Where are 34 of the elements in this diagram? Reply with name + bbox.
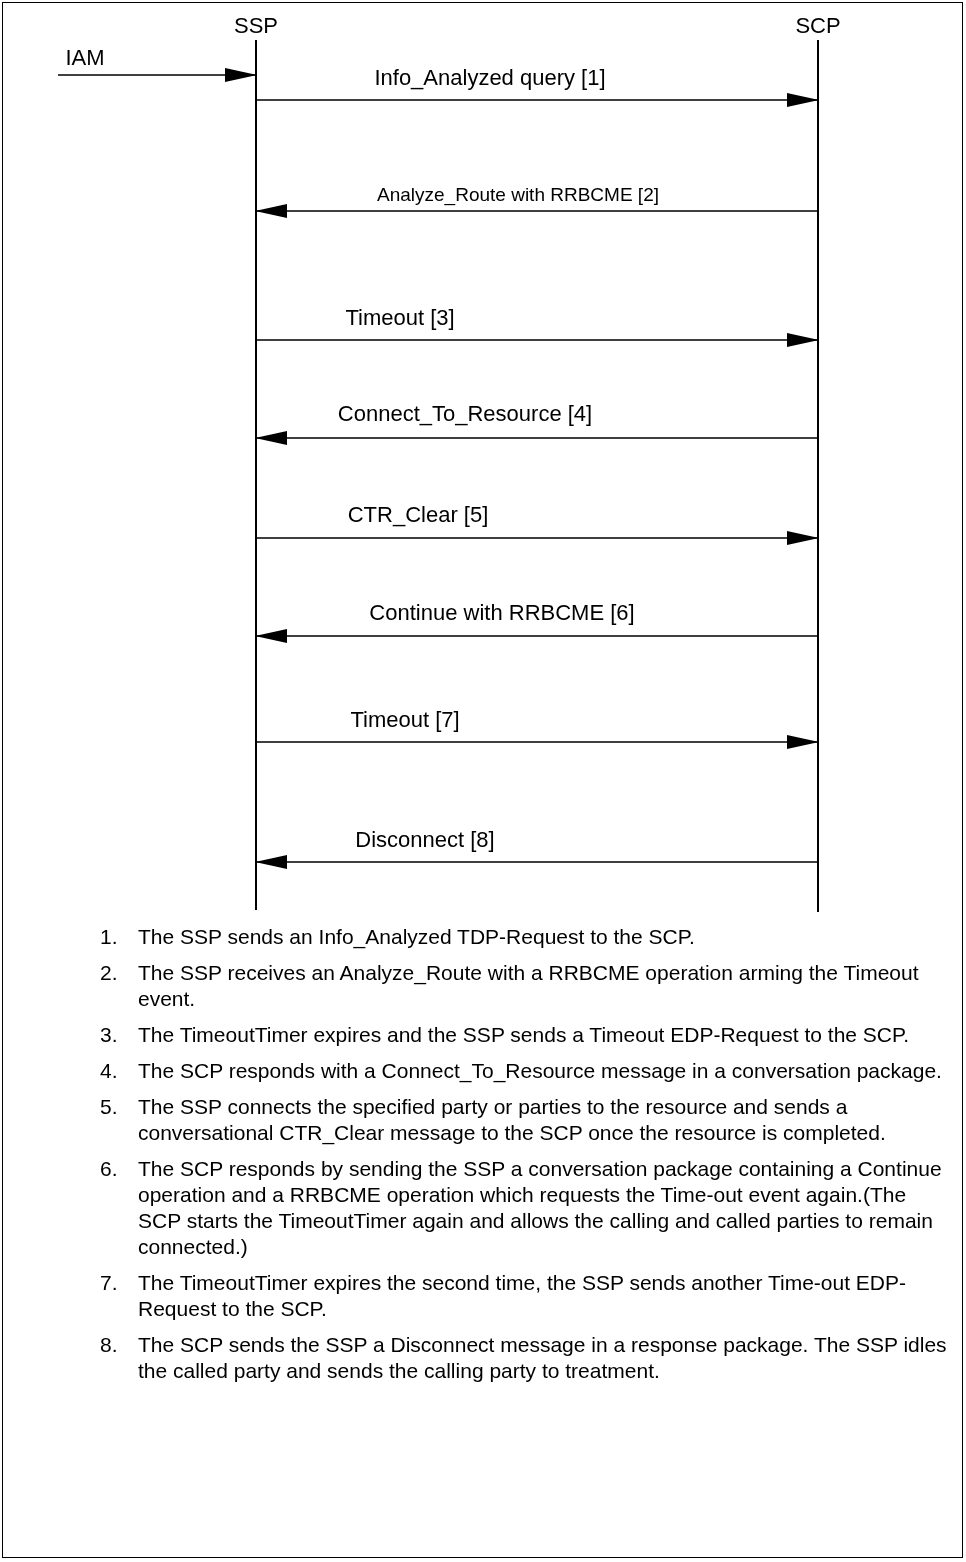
message-arrow (255, 735, 819, 749)
message-label: Timeout [3] (345, 304, 455, 332)
step-description: The TimeoutTimer expires the second time, the SSP sends another Time-out EDP-Request to the SCP. (138, 1270, 908, 1322)
step-description: The SCP responds by sending the SSP a conversation package containing a Continue operation and a RRBCME operation which requests the Time-out event again.(The SCP starts the TimeoutTimer again and allows the calling and called parties to remain connected.) (138, 1156, 943, 1260)
message-arrow (255, 629, 819, 643)
message-arrow (255, 531, 819, 545)
list-number: 5. (100, 1094, 119, 1120)
list-number: 6. (100, 1156, 119, 1182)
step-description: The TimeoutTimer expires and the SSP sends a Timeout EDP-Request to the SCP. (138, 1022, 911, 1048)
message-label: CTR_Clear [5] (347, 501, 489, 529)
message-arrow (255, 333, 819, 347)
message-label: Analyze_Route with RRBCME [2] (377, 183, 659, 208)
list-number: 4. (100, 1058, 119, 1084)
step-description: The SSP sends an Info_Analyzed TDP-Request to the SCP. (138, 924, 696, 950)
message-label: Continue with RRBCME [6] (369, 599, 635, 627)
list-number: 7. (100, 1270, 119, 1296)
step-description: The SSP receives an Analyze_Route with a RRBCME operation arming the Timeout event. (138, 960, 920, 1012)
message-arrow (255, 204, 819, 218)
list-number: 8. (100, 1332, 119, 1358)
step-description: The SCP responds with a Connect_To_Resource message in a conversation package. (138, 1058, 943, 1084)
message-arrow (255, 431, 819, 445)
message-arrow (255, 855, 819, 869)
step-description: The SCP sends the SSP a Disconnect message in a response package. The SSP idles the called party and sends the calling party to treatment. (138, 1332, 948, 1384)
list-number: 1. (100, 924, 119, 950)
list-number: 2. (100, 960, 119, 986)
message-label: Disconnect [8] (355, 826, 495, 854)
message-label: Connect_To_Resource [4] (337, 400, 593, 428)
step-description: The SSP connects the specified party or parties to the resource and sends a conversational CTR_Clear message to the SCP once the resource is completed. (138, 1094, 887, 1146)
list-number: 3. (100, 1022, 119, 1048)
message-label: IAM (65, 44, 105, 72)
message-arrow (255, 93, 819, 107)
message-label: Timeout [7] (350, 706, 460, 734)
message-arrow (57, 68, 257, 82)
message-label: Info_Analyzed query [1] (374, 64, 606, 92)
